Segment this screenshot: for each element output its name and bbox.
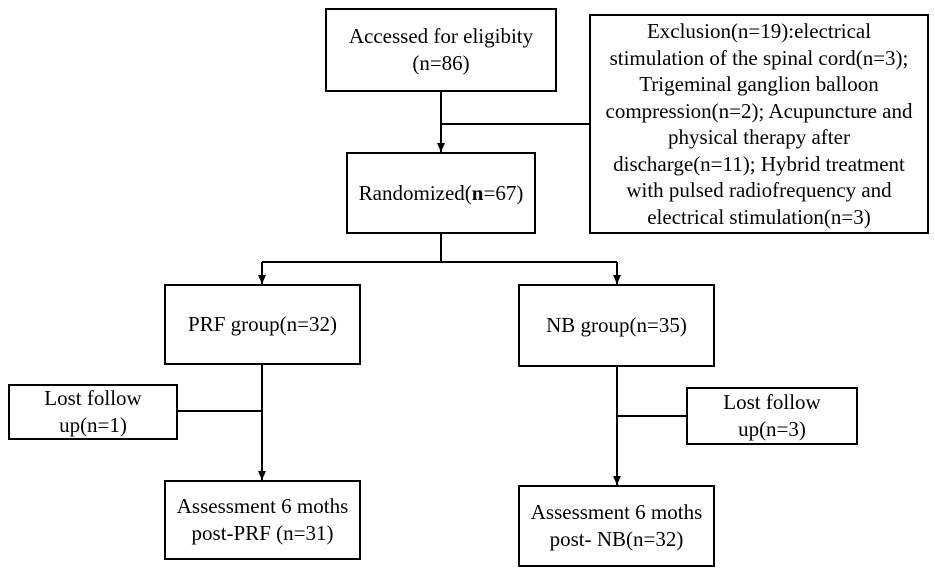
prf-assessment-box: Assessment 6 moths post-PRF (n=31) [164, 480, 361, 560]
randomized-n: n [471, 180, 484, 205]
nb-lost-line2: up(n=3) [738, 417, 806, 441]
prf-lost-followup-box: Lost follow up(n=1) [8, 384, 178, 440]
nb-assessment-box: Assessment 6 moths post- NB(n=32) [518, 485, 715, 567]
nb-group-label: NB group(n=35) [546, 313, 687, 337]
nb-assessment-line2: post- NB(n=32) [549, 527, 684, 551]
prf-group-label: PRF group(n=32) [188, 312, 337, 336]
nb-lost-line1: Lost follow [723, 390, 821, 414]
randomized-suffix: =67) [483, 180, 524, 205]
prf-lost-line1: Lost follow [44, 386, 142, 410]
randomized-box: Randomized(n=67) [346, 152, 536, 234]
assessed-box: Accessed for eligibity (n=86) [325, 8, 557, 92]
exclusion-box: Exclusion(n=19):electrical stimulation o… [589, 14, 929, 234]
exclusion-text: Exclusion(n=19):electrical stimulation o… [605, 19, 913, 229]
assessed-line1: Accessed for eligibity [348, 24, 534, 48]
prf-assessment-line2: post-PRF (n=31) [191, 521, 334, 545]
randomized-label: Randomized(n=67) [359, 180, 524, 207]
prf-assessment-line1: Assessment 6 moths [176, 494, 349, 518]
nb-assessment-line1: Assessment 6 moths [530, 500, 703, 524]
prf-lost-line2: up(n=1) [59, 413, 127, 437]
prf-group-box: PRF group(n=32) [164, 284, 361, 365]
nb-lost-followup-box: Lost follow up(n=3) [686, 387, 858, 445]
nb-group-box: NB group(n=35) [518, 284, 715, 367]
randomized-prefix: Randomized( [358, 180, 472, 205]
assessed-line2: (n=86) [412, 51, 470, 75]
